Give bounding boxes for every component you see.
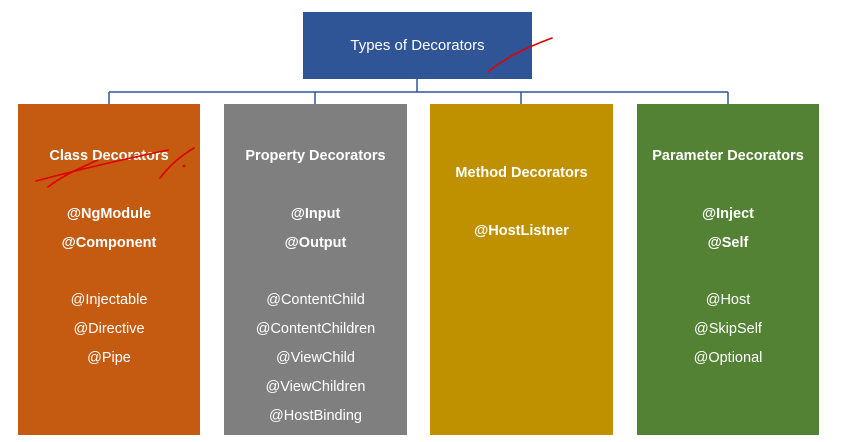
list-item: @Optional: [693, 350, 763, 366]
class-decorators-box: Class Decorators @NgModule @Component @I…: [18, 104, 200, 435]
list-item: @NgModule: [66, 206, 152, 222]
class-decorators-title: Class Decorators: [49, 148, 169, 164]
list-item: @SkipSelf: [694, 321, 762, 337]
list-item: @Output: [284, 235, 347, 251]
method-decorators-box: Method Decorators @HostListner: [430, 104, 613, 435]
list-item: @Inject: [701, 206, 754, 222]
list-item: @Self: [707, 235, 749, 251]
root-node: Types of Decorators: [303, 12, 532, 79]
list-item: @ViewChild: [276, 350, 355, 366]
method-decorators-title: Method Decorators: [455, 165, 588, 181]
list-item: @Directive: [73, 321, 145, 337]
list-item: @Pipe: [87, 350, 131, 366]
list-item: @Host: [705, 292, 751, 308]
list-item: @ViewChildren: [265, 379, 366, 395]
parameter-decorators-title: Parameter Decorators: [652, 148, 804, 164]
parameter-decorators-box: Parameter Decorators @Inject @Self @Host…: [637, 104, 819, 435]
root-label: Types of Decorators: [350, 37, 485, 54]
list-item: @Injectable: [70, 292, 148, 308]
list-item: @ContentChild: [266, 292, 365, 308]
list-item: @HostBinding: [269, 408, 362, 424]
list-item: @Input: [290, 206, 341, 222]
list-item: @ContentChildren: [255, 321, 376, 337]
property-decorators-title: Property Decorators: [245, 148, 386, 164]
property-decorators-box: Property Decorators @Input @Output @Cont…: [224, 104, 407, 435]
list-item: @Component: [61, 235, 157, 251]
list-item: @HostListner: [474, 223, 569, 239]
